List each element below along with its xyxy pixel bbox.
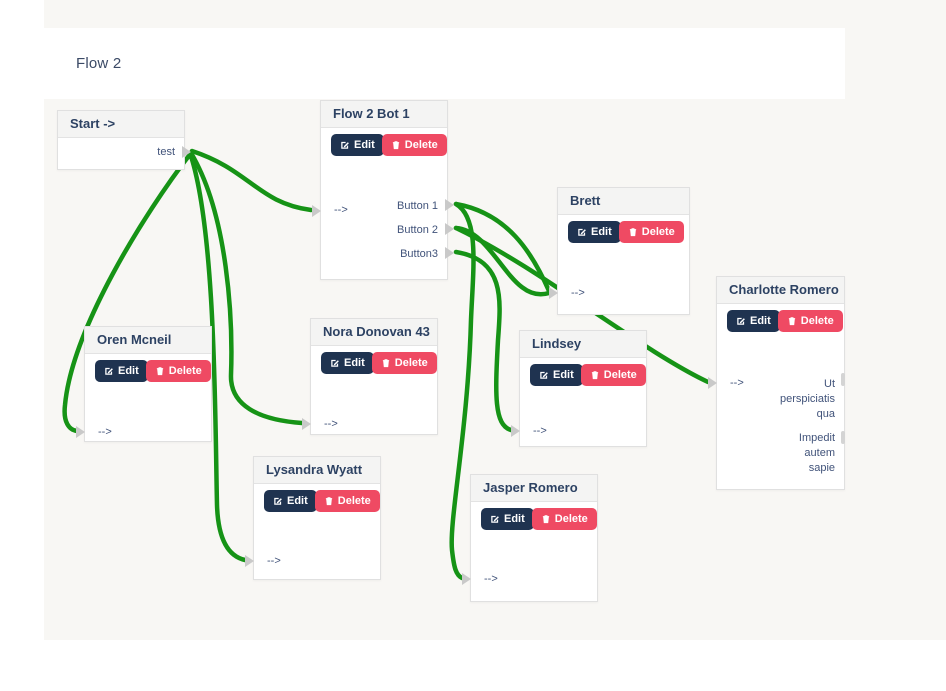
trash-icon (629, 228, 636, 237)
delete-button[interactable]: Delete (618, 221, 684, 243)
pencil-icon (331, 359, 339, 367)
output-port-icon[interactable] (445, 199, 454, 211)
input-arrow-label: --> (533, 425, 547, 437)
input-port-icon[interactable] (245, 555, 254, 567)
pencil-icon (491, 515, 499, 523)
node-flow2bot1[interactable]: Flow 2 Bot 1 Edit Delete --> Button 1 Bu… (312, 100, 454, 280)
input-arrow-label: --> (484, 573, 498, 585)
pencil-icon (578, 228, 586, 236)
input-port-icon[interactable] (708, 377, 717, 389)
input-arrow-label: --> (571, 287, 585, 299)
node-charlotte[interactable]: Charlotte Romero Edit Delete --> Ut pers… (708, 276, 845, 490)
trash-icon (788, 317, 795, 326)
delete-button[interactable]: Delete (777, 310, 843, 332)
node-brett[interactable]: Brett Edit Delete --> (549, 187, 690, 315)
node-lindsey[interactable]: Lindsey Edit Delete --> (511, 330, 647, 447)
node-jasper[interactable]: Jasper Romero Edit Delete --> (462, 474, 598, 602)
node-title: Lysandra Wyatt (254, 457, 380, 484)
output-port-icon[interactable] (445, 247, 454, 259)
node-start[interactable]: Start -> test (57, 110, 191, 170)
output-port-icon[interactable] (841, 373, 845, 386)
output-port-icon[interactable] (445, 223, 454, 235)
trash-icon (392, 141, 399, 150)
node-title: Nora Donovan 43 (311, 319, 437, 346)
edit-button[interactable]: Edit (321, 352, 374, 374)
output-label-button1: Button 1 (397, 200, 438, 212)
delete-button[interactable]: Delete (381, 134, 447, 156)
output-label-button2: Button 2 (397, 224, 438, 236)
page-title: Flow 2 (76, 55, 122, 72)
node-title: Lindsey (520, 331, 646, 358)
input-port-icon[interactable] (76, 426, 85, 438)
trash-icon (591, 371, 598, 380)
node-oren[interactable]: Oren Mcneil Edit Delete --> (76, 326, 212, 442)
delete-button[interactable]: Delete (145, 360, 211, 382)
node-title: Charlotte Romero (717, 277, 844, 304)
pencil-icon (105, 367, 113, 375)
pencil-icon (341, 141, 349, 149)
node-title: Jasper Romero (471, 475, 597, 502)
trash-icon (325, 497, 332, 506)
node-nora[interactable]: Nora Donovan 43 Edit Delete --> (302, 318, 438, 435)
edit-button[interactable]: Edit (481, 508, 534, 530)
pencil-icon (737, 317, 745, 325)
input-port-icon[interactable] (312, 205, 321, 217)
node-title: Start -> (58, 111, 184, 138)
flow-title-bar: Flow 2 (44, 28, 845, 99)
node-lysandra[interactable]: Lysandra Wyatt Edit Delete --> (245, 456, 381, 580)
input-port-icon[interactable] (462, 573, 471, 585)
trash-icon (382, 359, 389, 368)
edit-button[interactable]: Edit (530, 364, 583, 386)
edit-button[interactable]: Edit (331, 134, 384, 156)
delete-button[interactable]: Delete (314, 490, 380, 512)
trash-icon (156, 367, 163, 376)
input-port-icon[interactable] (302, 418, 311, 430)
output-port-icon[interactable] (182, 146, 191, 158)
delete-button[interactable]: Delete (371, 352, 437, 374)
trash-icon (542, 515, 549, 524)
pencil-icon (274, 497, 282, 505)
edit-button[interactable]: Edit (568, 221, 621, 243)
message-text: Impedit autem sapie (798, 432, 835, 474)
input-port-icon[interactable] (549, 287, 558, 299)
delete-button[interactable]: Delete (531, 508, 597, 530)
output-label-test: test (157, 146, 175, 158)
output-label-button3: Button3 (400, 248, 438, 260)
input-arrow-label: --> (98, 426, 112, 438)
edit-button[interactable]: Edit (95, 360, 148, 382)
node-title: Oren Mcneil (85, 327, 211, 354)
edit-button[interactable]: Edit (727, 310, 780, 332)
input-arrow-label: --> (324, 418, 338, 430)
input-arrow-label: --> (267, 555, 281, 567)
message-text: Ut perspiciatis qua (779, 378, 835, 420)
delete-button[interactable]: Delete (580, 364, 646, 386)
input-arrow-label: --> (730, 377, 744, 389)
edit-button[interactable]: Edit (264, 490, 317, 512)
node-title: Brett (558, 188, 689, 215)
node-title: Flow 2 Bot 1 (321, 101, 447, 128)
output-port-icon[interactable] (841, 431, 845, 444)
pencil-icon (540, 371, 548, 379)
input-port-icon[interactable] (511, 425, 520, 437)
input-arrow-label: --> (334, 204, 348, 216)
